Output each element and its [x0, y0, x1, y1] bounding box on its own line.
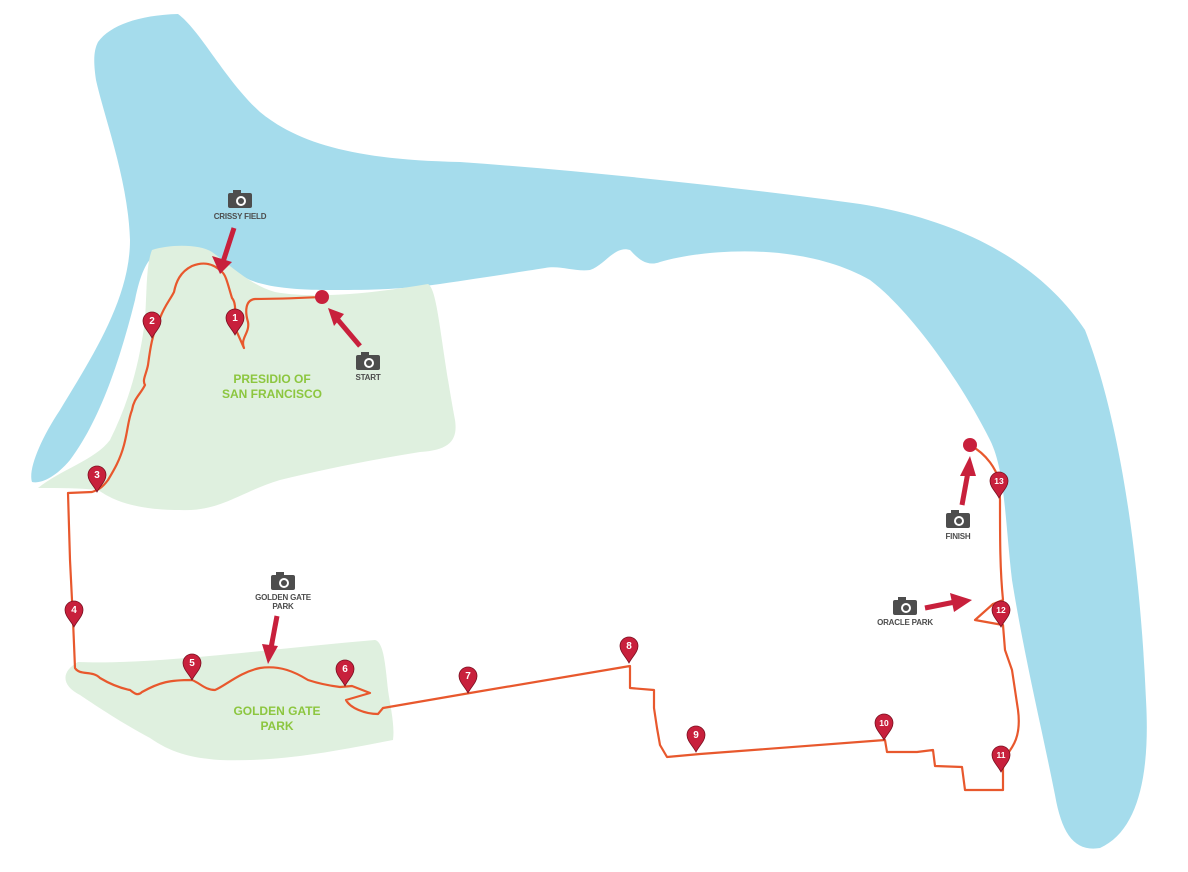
mile-marker-10: 10: [874, 713, 894, 741]
golden-gate-park-label-line2: PARK: [260, 719, 293, 733]
finish-point: [963, 438, 977, 452]
mile-marker-label: 13: [994, 476, 1004, 486]
golden-gate-park-label-line1: GOLDEN GATE: [233, 704, 320, 718]
crissy-field-camera-icon: [228, 190, 252, 208]
mile-marker-7: 7: [458, 666, 478, 694]
mile-marker-pin-icon: [991, 600, 1011, 628]
mile-marker-6: 6: [335, 659, 355, 687]
mile-marker-pin-icon: [335, 659, 355, 687]
mile-marker-pin-icon: [458, 666, 478, 694]
mile-marker-5: 5: [182, 653, 202, 681]
mile-marker-label: 10: [879, 718, 889, 728]
mile-marker-label: 4: [71, 605, 77, 616]
crissy-field-label: CRISSY FIELD: [214, 212, 267, 221]
golden-gate-park-poi-label-line1: GOLDEN GATE: [255, 593, 312, 602]
mile-marker-label: 6: [342, 664, 348, 675]
mile-marker-13: 13: [989, 471, 1009, 499]
golden-gate-park-camera-icon: [271, 572, 295, 590]
race-route-line: [66, 262, 1020, 792]
mile-marker-label: 9: [693, 730, 699, 741]
mile-marker-12: 12: [991, 600, 1011, 628]
mile-marker-pin-icon: [991, 745, 1011, 773]
mile-marker-label: 3: [94, 470, 100, 481]
oracle-park-arrow: [924, 593, 972, 612]
mile-marker-pin-icon: [686, 725, 706, 753]
mile-marker-pin-icon: [142, 311, 162, 339]
presidio-label-line2: SAN FRANCISCO: [222, 387, 322, 401]
mile-marker-8: 8: [619, 636, 639, 664]
start-arrow: [328, 308, 362, 348]
bay-water: [31, 14, 1147, 849]
mile-marker-label: 5: [189, 658, 195, 669]
finish-arrow: [959, 456, 976, 506]
oracle-park-label: ORACLE PARK: [877, 618, 933, 627]
mile-marker-pin-icon: [989, 471, 1009, 499]
mile-marker-2: 2: [142, 311, 162, 339]
start-label: START: [355, 373, 380, 382]
mile-marker-pin-icon: [64, 600, 84, 628]
golden-gate-park-area: [65, 640, 394, 761]
mile-marker-pin-icon: [225, 308, 245, 336]
mile-marker-label: 8: [626, 641, 632, 652]
mile-marker-3: 3: [87, 465, 107, 493]
mile-marker-label: 2: [149, 316, 155, 327]
start-point: [315, 290, 329, 304]
mile-marker-pin-icon: [619, 636, 639, 664]
mile-marker-1: 1: [225, 308, 245, 336]
oracle-park-camera-icon: [893, 597, 917, 615]
mile-marker-pin-icon: [874, 713, 894, 741]
mile-marker-4: 4: [64, 600, 84, 628]
finish-label: FINISH: [945, 532, 970, 541]
crissy-field-arrow: [212, 227, 237, 274]
mile-marker-label: 7: [465, 671, 471, 682]
golden-gate-park-arrow: [262, 615, 280, 664]
mile-marker-9: 9: [686, 725, 706, 753]
mile-marker-label: 11: [997, 750, 1006, 760]
presidio-label-line1: PRESIDIO OF: [233, 372, 310, 386]
finish-camera-icon: [946, 510, 970, 528]
mile-marker-label: 12: [996, 605, 1006, 615]
mile-marker-11: 11: [991, 745, 1011, 773]
golden-gate-park-poi-label-line2: PARK: [272, 602, 294, 611]
mile-marker-pin-icon: [182, 653, 202, 681]
mile-marker-label: 1: [232, 313, 238, 324]
start-camera-icon: [356, 352, 380, 370]
mile-marker-pin-icon: [87, 465, 107, 493]
presidio-park-area: [38, 245, 456, 511]
